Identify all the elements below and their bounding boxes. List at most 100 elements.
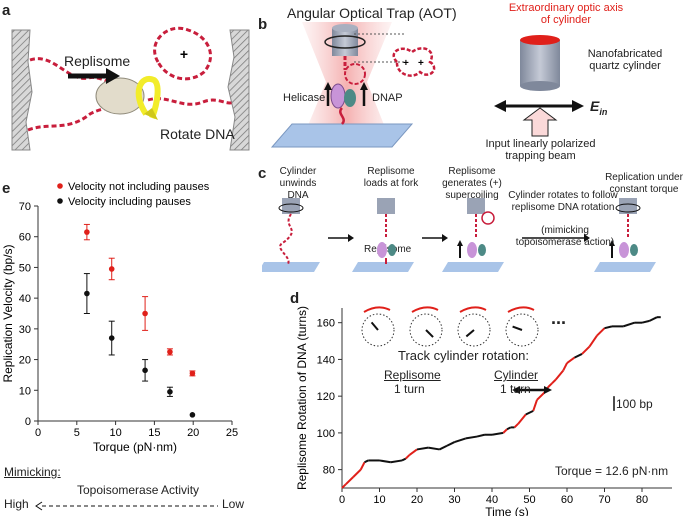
x-tick-label: 80 <box>636 494 648 506</box>
trace-segment <box>506 426 512 431</box>
x-tick-label: 50 <box>523 494 535 506</box>
right-wall <box>227 29 250 151</box>
trace-segment <box>454 437 467 444</box>
rotation-dial <box>505 313 539 347</box>
trace-segment <box>525 409 534 416</box>
trace-segment <box>352 468 362 478</box>
trace-segment <box>596 327 606 337</box>
x-tick-label: 10 <box>373 494 385 506</box>
trace-segment <box>465 435 478 440</box>
trace-segment <box>588 334 598 348</box>
replisome-turn: 1 turn <box>394 382 425 396</box>
trace-segment <box>641 319 650 324</box>
data-point <box>142 367 148 374</box>
x-axis-label: Torque (pN·nm) <box>93 440 177 454</box>
cylinder-label: Nanofabricated quartz cylinder <box>587 48 663 72</box>
x-tick-label: 20 <box>187 427 199 439</box>
data-point <box>167 389 173 395</box>
y-tick-label: 60 <box>19 232 31 244</box>
panel-b-illustration: + + <box>270 22 584 148</box>
panel-d-label: d <box>290 290 300 307</box>
x-tick-label: 5 <box>74 427 80 439</box>
rotation-dial <box>361 313 395 347</box>
step-5: Replication under constant torque <box>605 172 683 195</box>
trace-segment <box>446 441 455 447</box>
trace-segment <box>532 399 538 412</box>
dna-right <box>147 97 235 106</box>
y-tick-label: 40 <box>19 293 31 305</box>
svg-text:+: + <box>403 58 409 69</box>
y-tick-label: 50 <box>19 262 31 274</box>
x-tick-label: 0 <box>339 494 345 506</box>
replisome-turn-title: Replisome <box>384 368 441 382</box>
helicase-label: Helicase <box>283 92 326 104</box>
legend-marker <box>57 198 63 204</box>
trap-cylinder <box>332 28 358 56</box>
y-tick-label: 70 <box>19 201 31 213</box>
dna-left-strand-2 <box>27 100 131 132</box>
trace-segment <box>566 356 576 364</box>
y-tick-label: 100 <box>317 428 335 440</box>
beam-arrow <box>522 107 558 137</box>
trace-segment <box>359 461 366 471</box>
trace-segment <box>649 316 658 322</box>
x-tick-label: 15 <box>148 427 160 439</box>
data-point <box>142 310 148 317</box>
y-tick-label: 120 <box>317 391 335 403</box>
rotation-pointer <box>512 325 523 331</box>
panel-a-illustration: + <box>11 26 250 151</box>
replisome-c-label: Replisome <box>364 244 412 255</box>
step-4-mimic: (mimicking topoisomerase action) <box>515 225 615 248</box>
trace-segment <box>574 353 583 359</box>
data-point <box>108 266 115 272</box>
trace-segment <box>502 428 508 434</box>
coverslip <box>270 123 414 148</box>
rotation-pointer <box>465 329 475 338</box>
stage-2 <box>352 198 414 272</box>
trace-segment <box>428 446 440 451</box>
trace-segment <box>408 448 418 456</box>
rotation-arc <box>507 306 535 313</box>
supercoil-loop <box>153 26 213 81</box>
data-point <box>167 349 173 355</box>
x-tick-label: 30 <box>448 494 460 506</box>
stage-3 <box>442 198 504 272</box>
scale-bar-label: 100 bp <box>616 397 653 411</box>
dnap-blob <box>344 89 356 107</box>
trace-segment <box>416 446 429 451</box>
legend-label: Velocity not including pauses <box>68 181 210 193</box>
step-3: Replisome generates (+) supercoiling <box>442 166 502 201</box>
rotation-pointer <box>425 329 434 338</box>
trace-segment <box>405 454 411 460</box>
optic-axis-label: Extraordinary optic axis of cylinder <box>508 2 624 26</box>
data-point <box>189 412 196 418</box>
panel-c-illustration <box>262 198 656 272</box>
data-point <box>84 229 90 235</box>
x-tick-label: 20 <box>411 494 423 506</box>
trace-segment <box>517 413 527 425</box>
trace-segment <box>536 391 546 401</box>
rotation-dial <box>409 313 443 347</box>
svg-text:+: + <box>418 58 424 69</box>
stage-5 <box>594 198 656 272</box>
rotation-arc <box>411 306 439 313</box>
quartz-cylinder <box>520 40 560 86</box>
x-tick-label: 70 <box>598 494 610 506</box>
zoom-supercoil <box>392 47 436 77</box>
legend-marker <box>57 183 63 189</box>
x-tick-label: 25 <box>226 427 238 439</box>
beam-label: Input linearly polarized trapping beam <box>485 138 596 162</box>
y-tick-label: 10 <box>19 385 31 397</box>
trace-segment <box>341 483 347 489</box>
ellipsis: ... <box>551 308 567 328</box>
data-point <box>84 290 90 297</box>
left-wall <box>11 29 33 151</box>
data-point <box>108 335 115 341</box>
rotation-dial <box>457 313 491 347</box>
y-tick-label: 20 <box>19 355 31 367</box>
data-point <box>189 370 196 377</box>
x-axis-label: Time (s) <box>485 505 529 516</box>
x-tick-label: 0 <box>35 427 41 439</box>
